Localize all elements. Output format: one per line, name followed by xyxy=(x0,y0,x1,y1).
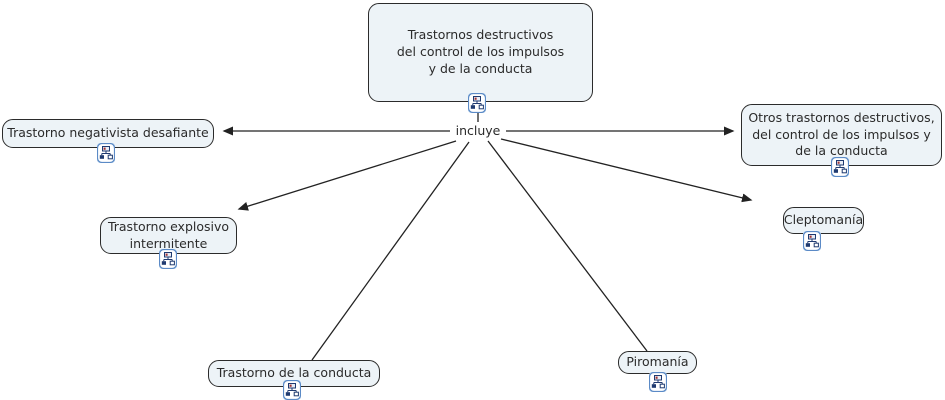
edge-incluye-to-cleptomania xyxy=(500,138,753,203)
linked-cmap-icon[interactable] xyxy=(283,380,301,400)
concept-label: Trastorno negativista desafiante xyxy=(7,125,209,141)
linked-cmap-icon[interactable] xyxy=(649,372,667,392)
concept-node-cleptomania[interactable]: Cleptomanía xyxy=(783,207,864,234)
linked-cmap-icon[interactable] xyxy=(803,231,821,251)
edge-incluye-to-piromania xyxy=(487,140,648,352)
linked-cmap-icon[interactable] xyxy=(97,143,115,163)
linking-phrase-incluye[interactable]: incluye xyxy=(455,123,501,138)
edge-incluye-to-conducta xyxy=(311,141,470,361)
linked-cmap-icon[interactable] xyxy=(468,93,486,113)
concept-node-root[interactable]: Trastornos destructivos del control de l… xyxy=(368,3,593,102)
concept-node-trastorno-explosivo[interactable]: Trastorno explosivo intermitente xyxy=(100,217,237,254)
concept-label: Piromanía xyxy=(626,354,689,370)
linked-cmap-icon[interactable] xyxy=(159,249,177,269)
concept-label: Trastorno explosivo intermitente xyxy=(107,218,230,251)
concept-node-otros-trastornos[interactable]: Otros trastornos destructivos, del contr… xyxy=(741,104,942,166)
concept-label: Otros trastornos destructivos, del contr… xyxy=(748,109,935,159)
concept-node-piromania[interactable]: Piromanía xyxy=(618,351,697,374)
edge-incluye-to-explosivo xyxy=(237,140,457,211)
concept-label: Cleptomanía xyxy=(783,212,864,228)
concept-label: Trastorno de la conducta xyxy=(216,365,372,381)
concept-label: Trastornos destructivos del control de l… xyxy=(396,27,565,76)
linked-cmap-icon[interactable] xyxy=(831,157,849,177)
